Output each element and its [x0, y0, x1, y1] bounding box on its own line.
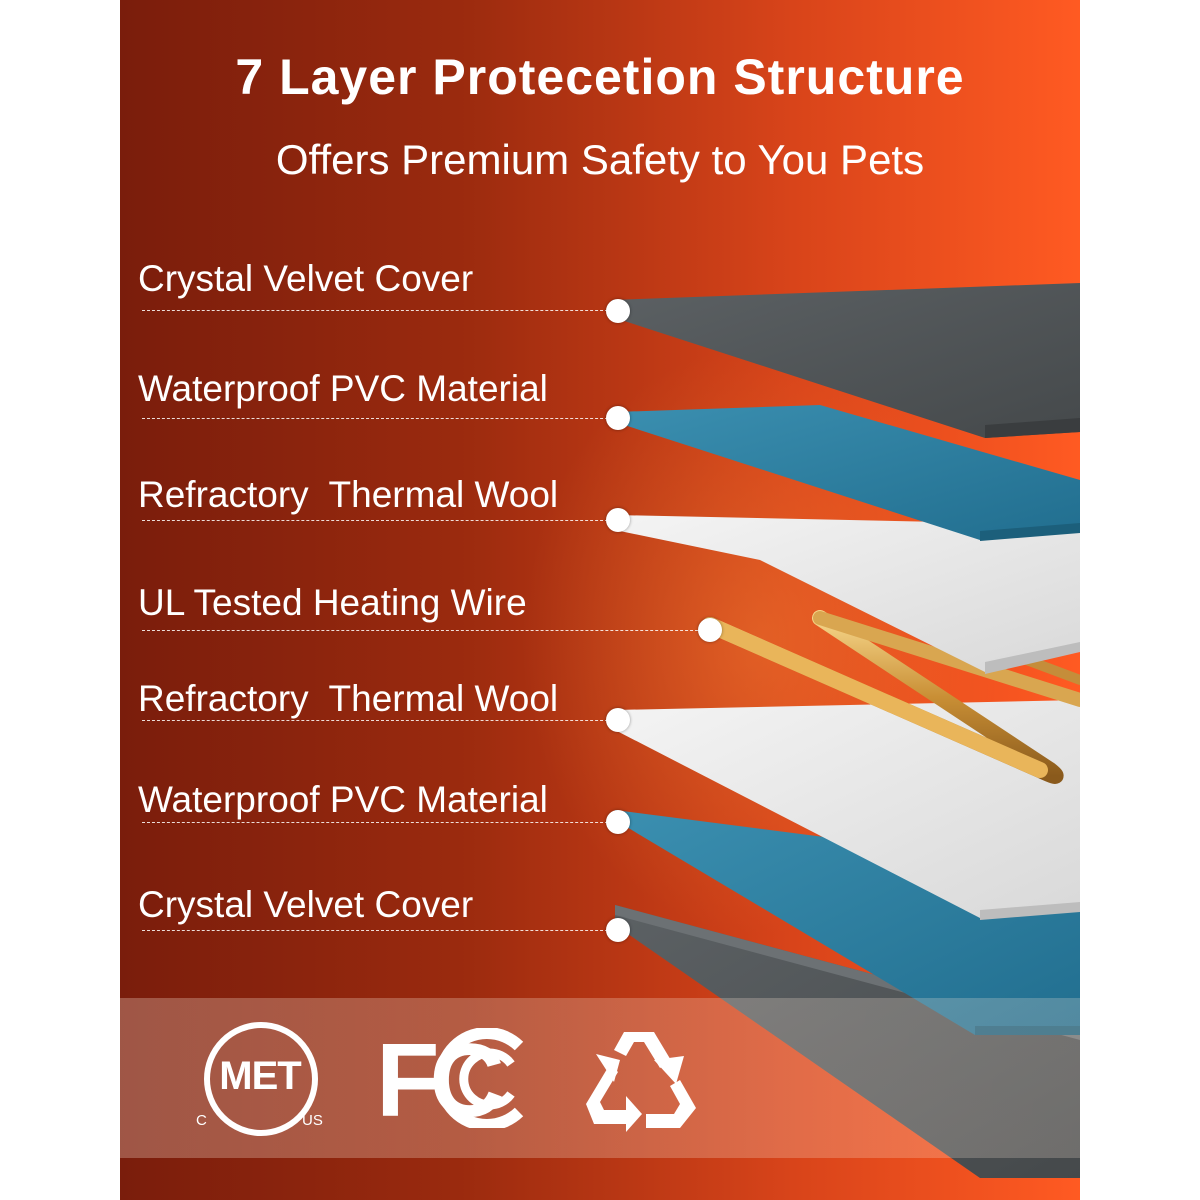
leader-line-2 — [142, 418, 618, 419]
page-title: 7 Layer Protecetion Structure — [235, 49, 965, 105]
layer-label-1: Crystal Velvet Cover — [138, 258, 474, 299]
wool-layer-top — [615, 515, 1080, 674]
product-infographic: 7 Layer Protecetion Structure Offers Pre… — [120, 0, 1080, 1200]
leader-line-7 — [142, 930, 618, 931]
met-logo-text: MET — [219, 1054, 301, 1098]
layer-label-5: Refractory Thermal Wool — [138, 678, 559, 719]
met-logo-c-mark: C — [196, 1112, 207, 1129]
layer-label-6: Waterproof PVC Material — [138, 779, 548, 820]
layer-marker-dot-6 — [606, 810, 630, 834]
layer-marker-dot-3 — [606, 508, 630, 532]
fcc-certification-logo: FC — [376, 1028, 524, 1128]
layer-label-7: Crystal Velvet Cover — [138, 884, 474, 925]
layer-marker-dot-4 — [698, 618, 722, 642]
met-certification-logo: MET — [200, 1018, 320, 1138]
velvet-layer-top — [612, 283, 1080, 438]
heating-wire — [702, 610, 1080, 784]
layer-label-4: UL Tested Heating Wire — [138, 582, 527, 623]
layer-label-3: Refractory Thermal Wool — [138, 474, 559, 515]
met-logo-us-mark: US — [302, 1112, 323, 1129]
leader-line-6 — [142, 822, 618, 823]
leader-line-3 — [142, 520, 618, 521]
wool-layer-bottom — [615, 700, 1080, 920]
leader-line-4 — [142, 630, 708, 631]
layer-marker-dot-1 — [606, 299, 630, 323]
certification-band: MET C US FC — [120, 998, 1080, 1158]
layer-marker-dot-5 — [606, 708, 630, 732]
leader-line-5 — [142, 720, 618, 721]
layer-label-2: Waterproof PVC Material — [138, 368, 548, 409]
recycle-icon — [586, 1032, 696, 1132]
layer-marker-dot-2 — [606, 406, 630, 430]
layer-marker-dot-7 — [606, 918, 630, 942]
layer-stack-illustration — [612, 283, 1080, 1178]
page-subtitle: Offers Premium Safety to You Pets — [275, 136, 925, 183]
met-logo-ring — [204, 1022, 318, 1136]
pvc-layer-top — [615, 405, 1080, 541]
leader-line-1 — [142, 310, 618, 311]
